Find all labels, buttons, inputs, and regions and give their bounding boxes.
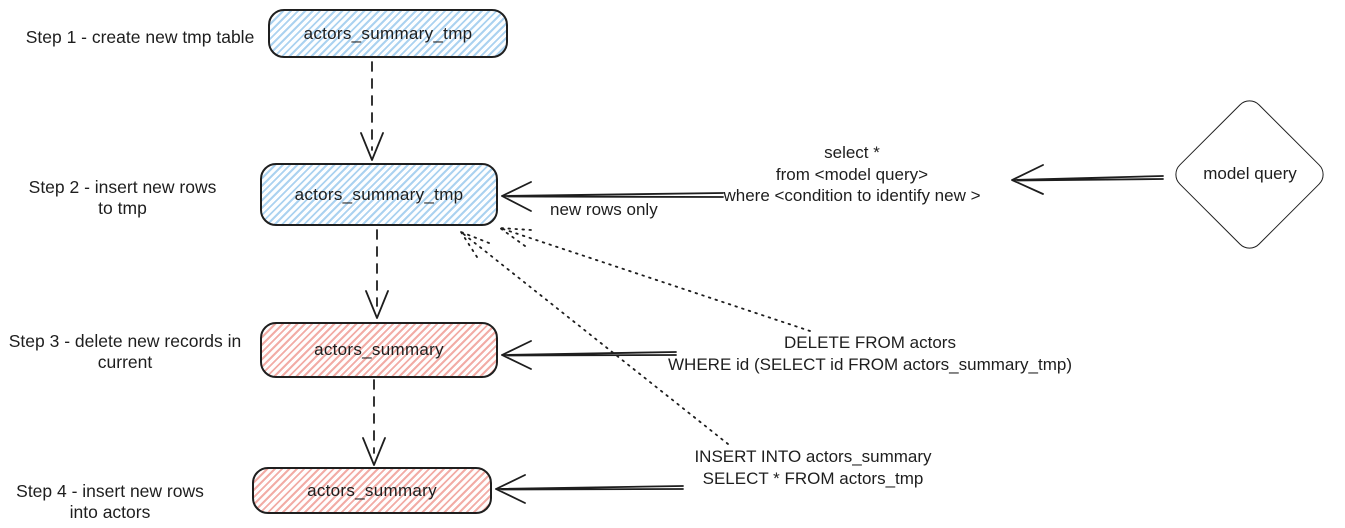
insert-query-text: INSERT INTO actors_summary SELECT * FROM…	[663, 446, 963, 489]
step3-label: Step 3 - delete new records in current	[5, 331, 245, 373]
arrow-step3-to-step4	[362, 379, 386, 466]
step4-label-line1: Step 4 - insert new rows	[16, 481, 204, 501]
step1-label: Step 1 - create new tmp table	[12, 27, 268, 48]
model-query-label: model query	[1203, 164, 1297, 183]
arrow-step2-to-step3	[365, 229, 389, 319]
arrow-diamond-to-select	[1011, 164, 1164, 195]
node-actors-summary-step3: actors_summary	[260, 322, 498, 378]
step4-label: Step 4 - insert new rows into actors	[0, 481, 220, 523]
select-query-text: select * from <model query> where <condi…	[702, 142, 1002, 207]
node-label: actors_summary	[307, 480, 437, 500]
select-query-line2: from <model query>	[775, 164, 929, 184]
node-label: actors_summary_tmp	[303, 23, 473, 43]
insert-query-line2: SELECT * FROM actors_tmp	[702, 468, 924, 488]
dotted-arrow-insert-to-tmp	[460, 231, 729, 445]
step4-label-line2: into actors	[69, 502, 151, 522]
node-actors-summary-tmp-step2: actors_summary_tmp	[260, 163, 498, 226]
step1-label-line1: Step 1 - create new tmp table	[25, 27, 255, 47]
delete-query-line2: WHERE id (SELECT id FROM actors_summary_…	[668, 354, 1072, 374]
delete-query-line1: DELETE FROM actors	[784, 333, 956, 352]
step2-label-line2: to tmp	[98, 198, 147, 218]
arrow-step1-to-step2	[360, 61, 384, 161]
arrow-insert-to-summary	[495, 474, 684, 504]
step2-label-line1: Step 2 - insert new rows	[28, 177, 217, 197]
node-label: actors_summary_tmp	[294, 184, 464, 204]
dotted-arrow-delete-to-tmp	[499, 227, 811, 332]
select-query-line3: where <condition to identify new >	[723, 186, 981, 205]
arrow-select-to-tmp	[501, 181, 724, 212]
new-rows-only-label: new rows only	[550, 200, 658, 219]
arrow-delete-to-summary	[501, 340, 677, 370]
step2-label: Step 2 - insert new rows to tmp	[10, 177, 235, 219]
delete-query-text: DELETE FROM actors WHERE id (SELECT id F…	[655, 332, 1085, 375]
node-label: actors_summary	[314, 340, 444, 359]
select-query-line1: select *	[824, 143, 880, 162]
step3-label-line2: current	[97, 352, 153, 372]
node-actors-summary-tmp-step1: actors_summary_tmp	[268, 9, 508, 58]
node-actors-summary-step4: actors_summary	[252, 467, 492, 514]
step3-label-line1: Step 3 - delete new records in	[8, 331, 242, 351]
insert-query-line1: INSERT INTO actors_summary	[694, 447, 932, 466]
